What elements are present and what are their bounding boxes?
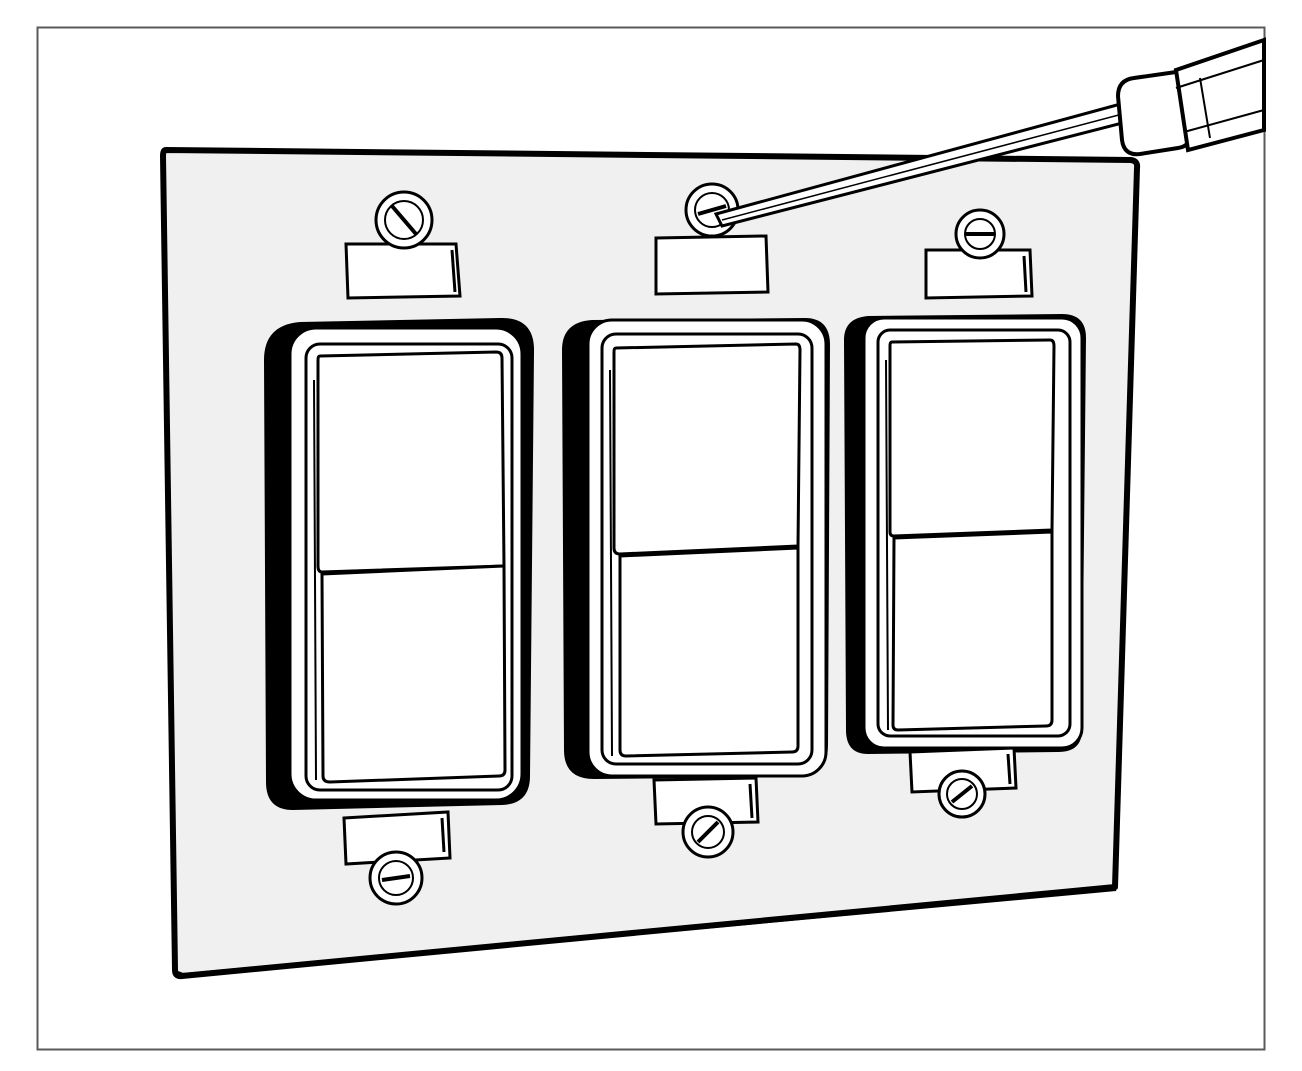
screw-icon[interactable] <box>368 850 424 906</box>
screw-icon[interactable] <box>681 805 735 859</box>
mounting-tab-top-middle <box>654 234 770 296</box>
switch-left-rocker-top[interactable] <box>316 350 506 574</box>
switch-right-rocker-top[interactable] <box>888 338 1056 538</box>
mounting-tab-bottom-middle <box>652 776 760 826</box>
switch-left-rocker-bottom[interactable] <box>320 564 507 784</box>
switch-right[interactable] <box>844 314 1086 754</box>
mounting-tab-top-left <box>344 242 462 300</box>
screw-icon[interactable] <box>954 208 1006 260</box>
switch-right-rocker-bottom[interactable] <box>891 530 1054 732</box>
switch-middle-rocker-top[interactable] <box>612 342 802 556</box>
switch-middle[interactable] <box>562 318 830 779</box>
screwdriver-icon[interactable] <box>713 37 1266 228</box>
switch-middle-rocker-bottom[interactable] <box>618 546 800 758</box>
mounting-tab-bottom-left <box>342 810 452 866</box>
switch-left[interactable] <box>264 317 535 810</box>
screw-icon[interactable] <box>937 769 987 819</box>
screw-icon[interactable] <box>374 190 434 250</box>
